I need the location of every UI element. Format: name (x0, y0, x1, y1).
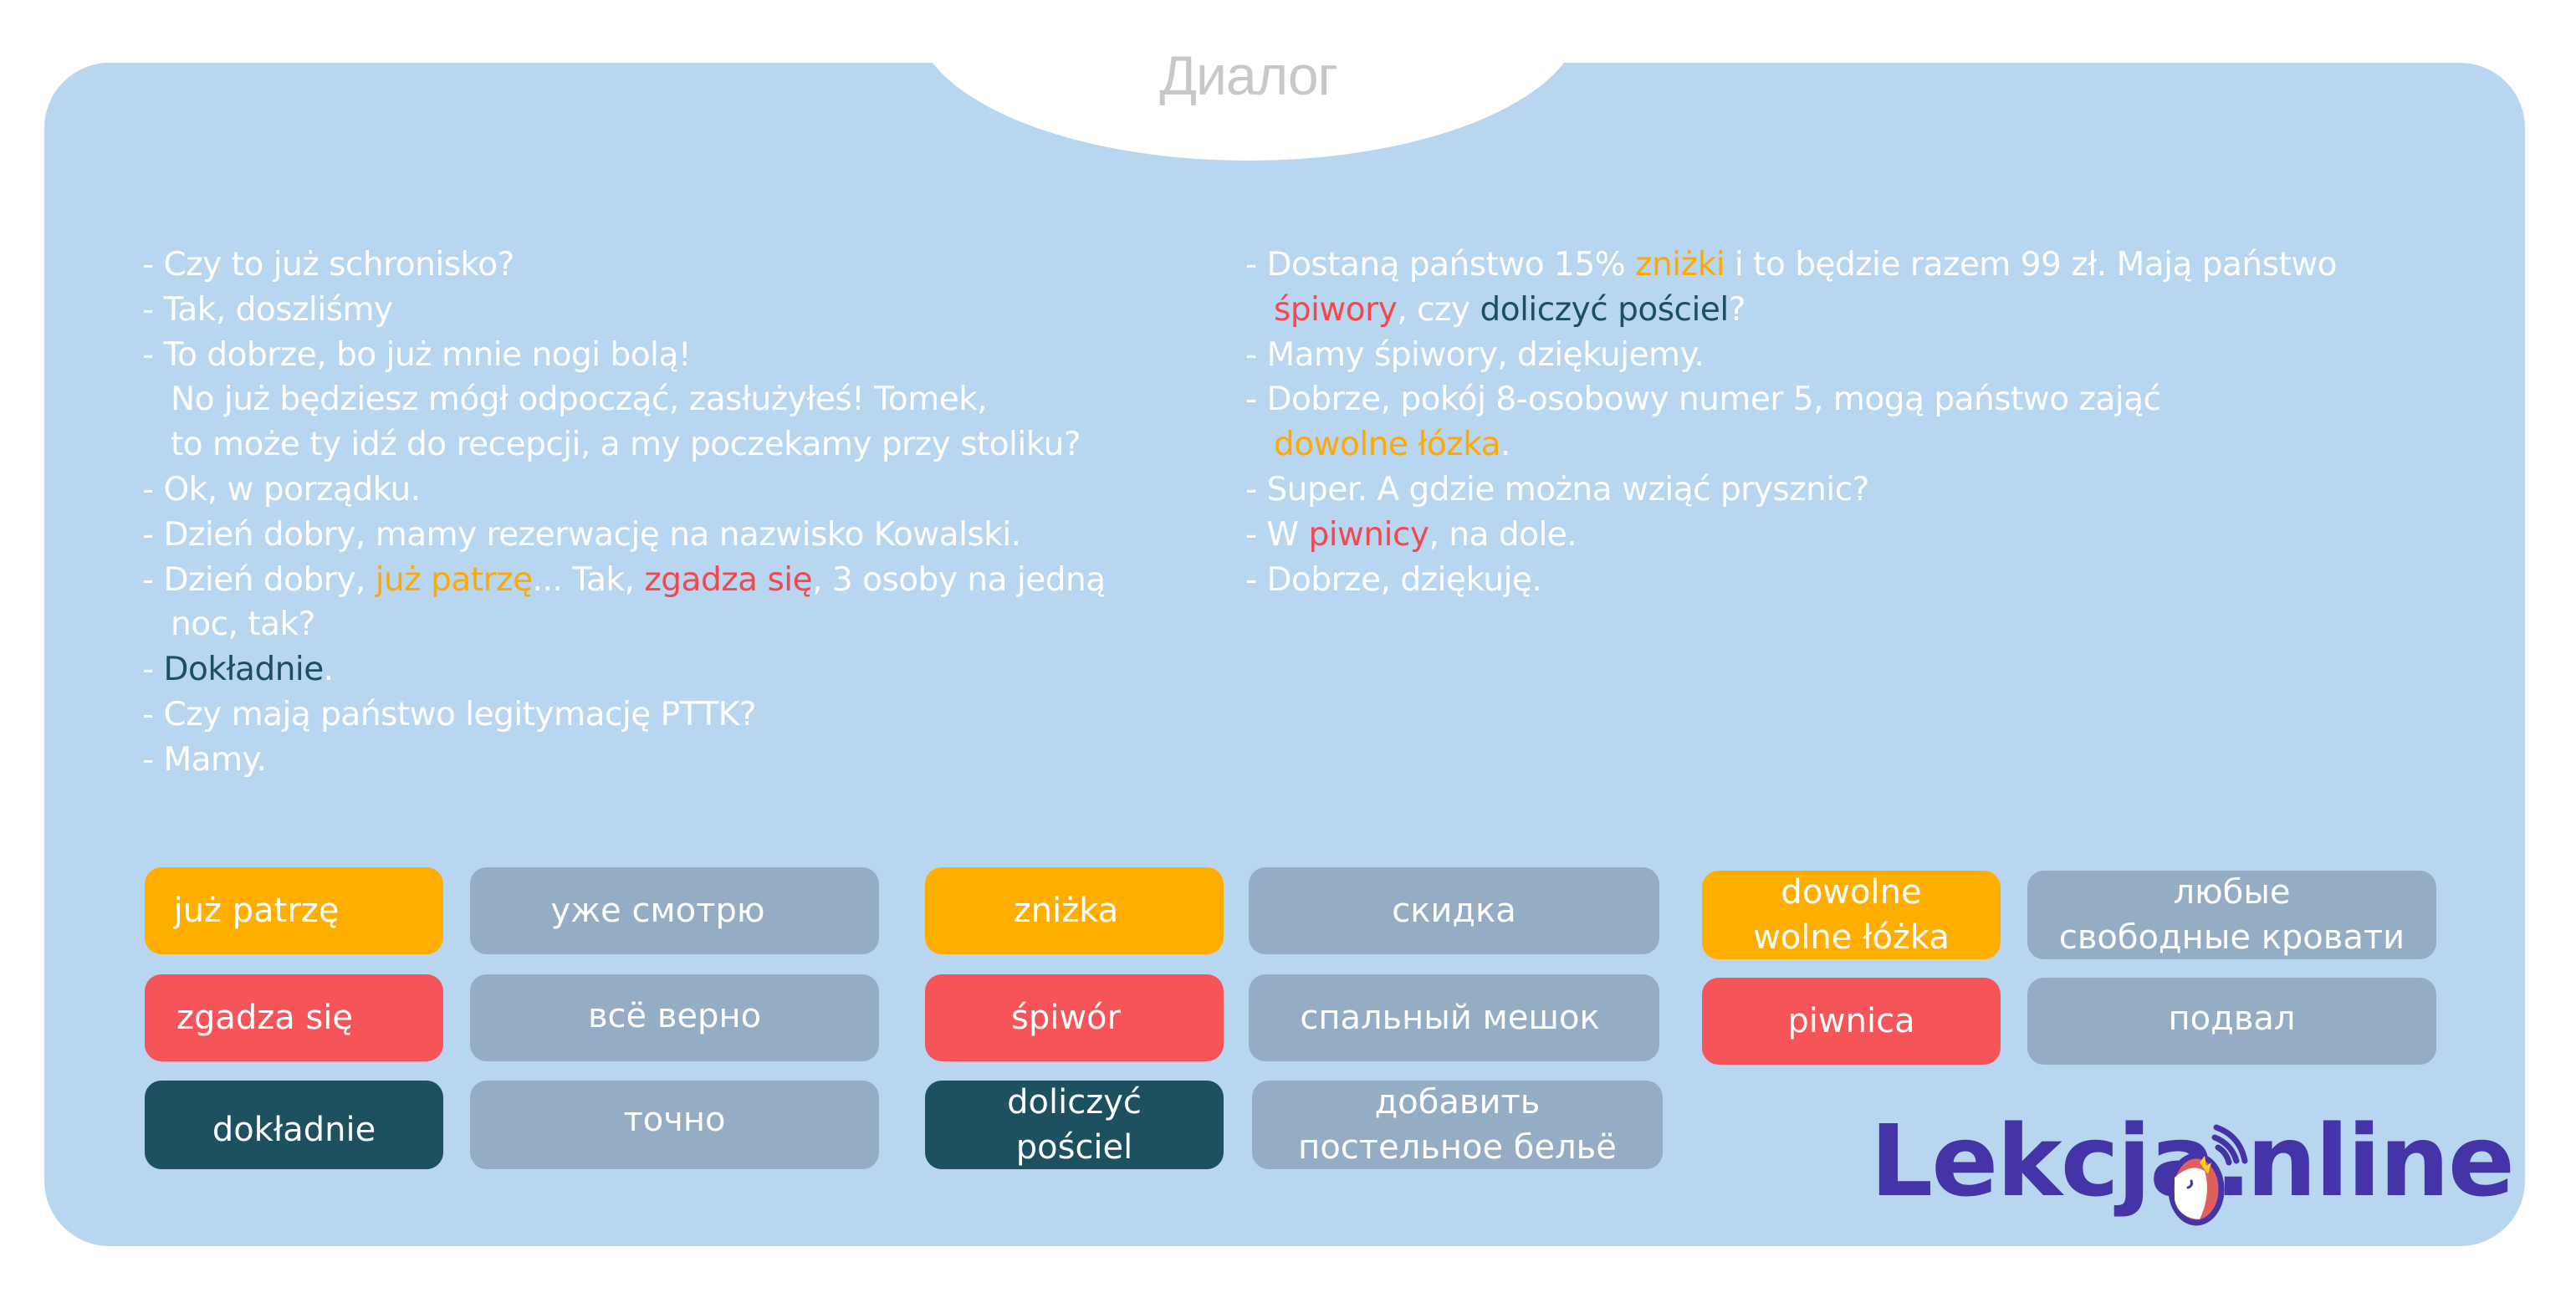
dialog-text: - Mamy śpiwory, dziękujemy. (1245, 335, 1705, 374)
vocab-card-ru[interactable]: любые свободные кровати (2027, 871, 2436, 959)
dialog-text: ... Tak, (532, 560, 645, 599)
vocab-card-label: спальный мешок (1300, 999, 1600, 1037)
vocab-card-pl[interactable]: dokładnie (145, 1081, 443, 1169)
dialog-left-column: - Czy to już schronisko? - Tak, doszliśmy… (142, 243, 1246, 783)
vocab-card-label: śpiwór (1011, 999, 1121, 1037)
vocab-card-label: dowolne wolne łóżka (1753, 873, 1950, 957)
vocab-card-ru[interactable]: спальный мешок (1249, 974, 1659, 1061)
dialog-line: - Czy to już schronisko? (142, 243, 1246, 288)
dialog-text: - W (1245, 515, 1309, 554)
dialog-text: , 3 osoby na jedną (812, 560, 1106, 599)
dialog-text: - To dobrze, bo już mnie nogi bolą! (142, 335, 692, 374)
dialog-text: - Dobrze, pokój 8-osobowy numer 5, mogą … (1245, 381, 2161, 419)
vocab-card-label: piwnica (1787, 1002, 1915, 1040)
dialog-line: - Mamy śpiwory, dziękujemy. (1245, 333, 2500, 378)
dialog-right-column: - Dostaną państwo 15% zniżki i to będzie… (1245, 243, 2500, 602)
vocab-card-label: любые свободные кровати (2058, 873, 2405, 957)
dialog-line: noc, tak? (142, 602, 1246, 647)
dialog-line: to może ty idź do recepcji, a my poczeka… (142, 422, 1246, 468)
dialog-line: - Czy mają państwo legitymację PTTK? (142, 692, 1246, 738)
highlighted-phrase: doliczyć pościel (1480, 290, 1729, 329)
dialog-text: noc, tak? (171, 606, 315, 644)
dialog-text: - Ok, w porządku. (142, 470, 421, 508)
dialog-text: . (1500, 426, 1510, 464)
vocab-card-label: всё верно (587, 997, 762, 1035)
dialog-text: , czy (1397, 290, 1480, 329)
dialog-text: - Super. A gdzie można wziąć prysznic? (1245, 470, 1869, 508)
dialog-line: - Dzień dobry, już patrzę... Tak, zgadza… (142, 558, 1246, 603)
vocab-card-label: już patrzę (173, 892, 340, 930)
vocab-card-label: dokładnie (212, 1111, 376, 1149)
vocab-card-ru[interactable]: подвал (2027, 978, 2436, 1065)
dialog-text: i to będzie razem 99 zł. Mają państwo (1725, 246, 2338, 284)
vocab-card-label: добавить постельное бельё (1298, 1083, 1617, 1167)
page-title: Диалог (1159, 44, 1337, 106)
dialog-line: - W piwnicy, na dole. (1245, 513, 2500, 558)
dialog-text: to może ty idź do recepcji, a my poczeka… (171, 426, 1081, 464)
dialog-line: - Tak, doszliśmy (142, 288, 1246, 333)
vocab-card-pl[interactable]: zniżka (925, 867, 1224, 954)
dialog-text: - Dzień dobry, (142, 560, 376, 599)
dialog-text: - Czy to już schronisko? (142, 246, 514, 284)
dialog-text: - Czy mają państwo legitymację PTTK? (142, 695, 756, 733)
dialog-text: - Tak, doszliśmy (142, 290, 393, 329)
vocab-card-label: подвал (2168, 999, 2296, 1038)
dialog-text: - Dostaną państwo 15% (1245, 246, 1636, 284)
dialog-line: No już będziesz mógł odpocząć, zasłużyłe… (142, 377, 1246, 422)
vocab-card-pl[interactable]: dowolne wolne łóżka (1702, 871, 2001, 959)
vocab-card-label: zgadza się (176, 999, 354, 1037)
dialog-text: , na dole. (1429, 515, 1577, 554)
highlighted-phrase: dowolne łózka (1274, 426, 1501, 464)
dialog-line: - Mamy. (142, 738, 1246, 783)
vocab-card-ru[interactable]: уже смотрю (470, 867, 879, 954)
vocab-card-label: точно (623, 1101, 726, 1139)
vocab-card-pl[interactable]: już patrzę (145, 867, 443, 954)
dialog-text: - Dzień dobry, mamy rezerwację na nazwis… (142, 515, 1021, 554)
dialog-line: - Dokładnie. (142, 647, 1246, 692)
vocab-card-label: уже смотрю (550, 892, 765, 930)
vocab-card-ru[interactable]: скидка (1249, 867, 1659, 954)
vocab-card-label: zniżka (1013, 892, 1119, 930)
vocab-card-label: doliczyć pościel (1007, 1083, 1142, 1167)
highlighted-phrase: już patrzę (375, 560, 533, 599)
vocab-card-pl[interactable]: piwnica (1702, 978, 2001, 1065)
dialog-line: - To dobrze, bo już mnie nogi bolą! (142, 333, 1246, 378)
dialog-line: dowolne łózka. (1245, 422, 2500, 468)
dialog-text: No już będziesz mógł odpocząć, zasłużyłe… (171, 381, 988, 419)
vocab-card-pl[interactable]: śpiwór (925, 974, 1224, 1061)
dialog-text: - Dobrze, dziękuję. (1245, 560, 1542, 599)
vocab-card-ru[interactable]: добавить постельное бельё (1252, 1081, 1663, 1169)
dialog-line: - Dzień dobry, mamy rezerwację na nazwis… (142, 513, 1246, 558)
dialog-text: - Mamy. (142, 740, 267, 779)
highlighted-phrase: Dokładnie (163, 651, 324, 689)
dialog-line: - Super. A gdzie można wziąć prysznic? (1245, 468, 2500, 513)
dialog-line: - Dobrze, pokój 8-osobowy numer 5, mogą … (1245, 377, 2500, 422)
dialog-line: - Ok, w porządku. (142, 468, 1246, 513)
vocab-card-label: скидка (1392, 892, 1516, 930)
highlighted-phrase: śpiwory (1274, 290, 1398, 329)
chick-icon (2168, 1124, 2248, 1226)
highlighted-phrase: zgadza się (644, 560, 813, 599)
highlighted-phrase: piwnicy (1308, 515, 1429, 554)
vocab-card-ru[interactable]: всё верно (470, 974, 879, 1061)
dialog-text: ? (1728, 290, 1746, 329)
vocab-card-pl[interactable]: zgadza się (145, 974, 443, 1061)
vocab-card-pl[interactable]: doliczyć pościel (925, 1081, 1224, 1169)
highlighted-phrase: zniżki (1635, 246, 1725, 284)
dialog-line: śpiwory, czy doliczyć pościel? (1245, 288, 2500, 333)
vocab-card-ru[interactable]: точно (470, 1081, 879, 1169)
dialog-text: . (323, 651, 334, 689)
logo-text-right: nline (2246, 1103, 2515, 1219)
dialog-line: - Dobrze, dziękuję. (1245, 558, 2500, 603)
dialog-line: - Dostaną państwo 15% zniżki i to będzie… (1245, 243, 2500, 288)
dialog-text: - (142, 651, 164, 689)
lekcja-online-logo: Lekcja. nline (1870, 1102, 2515, 1226)
